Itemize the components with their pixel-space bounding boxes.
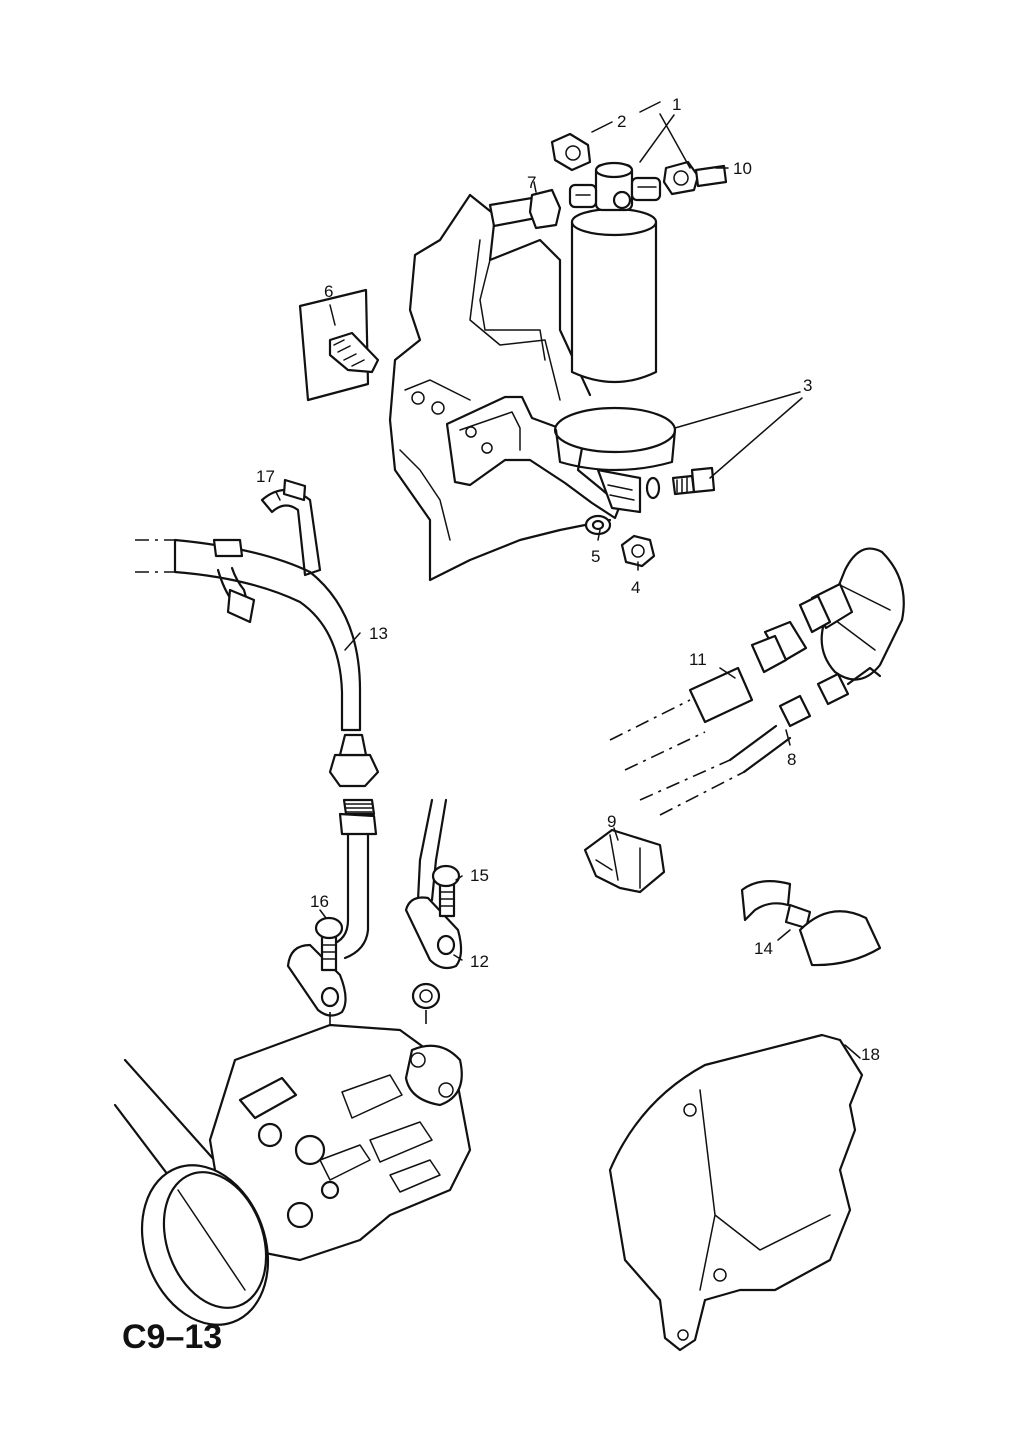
- callout-14: 14: [754, 939, 773, 958]
- pressure-switch-plate: [298, 288, 380, 402]
- callout-7: 7: [527, 173, 536, 192]
- callout-15: 15: [470, 866, 489, 885]
- suction-hose: [135, 538, 380, 788]
- callout-4: 4: [631, 578, 640, 597]
- callout-17: 17: [256, 467, 275, 486]
- bulkhead-panel: [388, 193, 612, 582]
- hose-clip-17: [212, 478, 322, 624]
- union-nut-2: [550, 132, 592, 172]
- callout-10: 10: [733, 159, 752, 178]
- bulkhead-fitting-plate: [798, 547, 905, 681]
- pipe-clip-14: [740, 879, 882, 967]
- callout-13: 13: [369, 624, 388, 643]
- callout-11: 11: [689, 650, 707, 669]
- callout-3: 3: [803, 376, 812, 395]
- compressor: [113, 1023, 472, 1326]
- pipe-flange-12: [404, 864, 463, 1010]
- diagram-code: C9–13: [122, 1318, 222, 1356]
- washer-5: [584, 514, 612, 536]
- receiver-drier: [568, 161, 662, 384]
- mounting-bracket: [411, 391, 677, 520]
- liquid-pipe: [416, 798, 448, 902]
- nut-4: [620, 534, 656, 568]
- pipe-fitting-7: [488, 188, 562, 230]
- discharge-pipe: [328, 798, 378, 960]
- bolt-3: [645, 466, 716, 500]
- callout-1: 1: [672, 95, 681, 114]
- pipe-fitting-10: [662, 160, 728, 196]
- refrigerant-line-11: [609, 620, 808, 771]
- callout-5: 5: [591, 547, 600, 566]
- pipe-clip-9: [583, 828, 666, 894]
- callout-18: 18: [861, 1045, 880, 1064]
- callout-12: 12: [470, 952, 489, 971]
- leader-lines: [275, 101, 861, 1059]
- callout-9: 9: [607, 812, 616, 831]
- callout-6: 6: [324, 282, 333, 301]
- refrigerant-line-8: [639, 666, 882, 816]
- callout-16: 16: [310, 892, 329, 911]
- callout-8: 8: [787, 750, 796, 769]
- heat-shield-cover: [608, 1033, 864, 1352]
- callout-2: 2: [617, 112, 626, 131]
- callout-labels: 1 2 3 4 5 6 7 8 9 10 11 12 13 14 15 16 1…: [256, 95, 880, 1064]
